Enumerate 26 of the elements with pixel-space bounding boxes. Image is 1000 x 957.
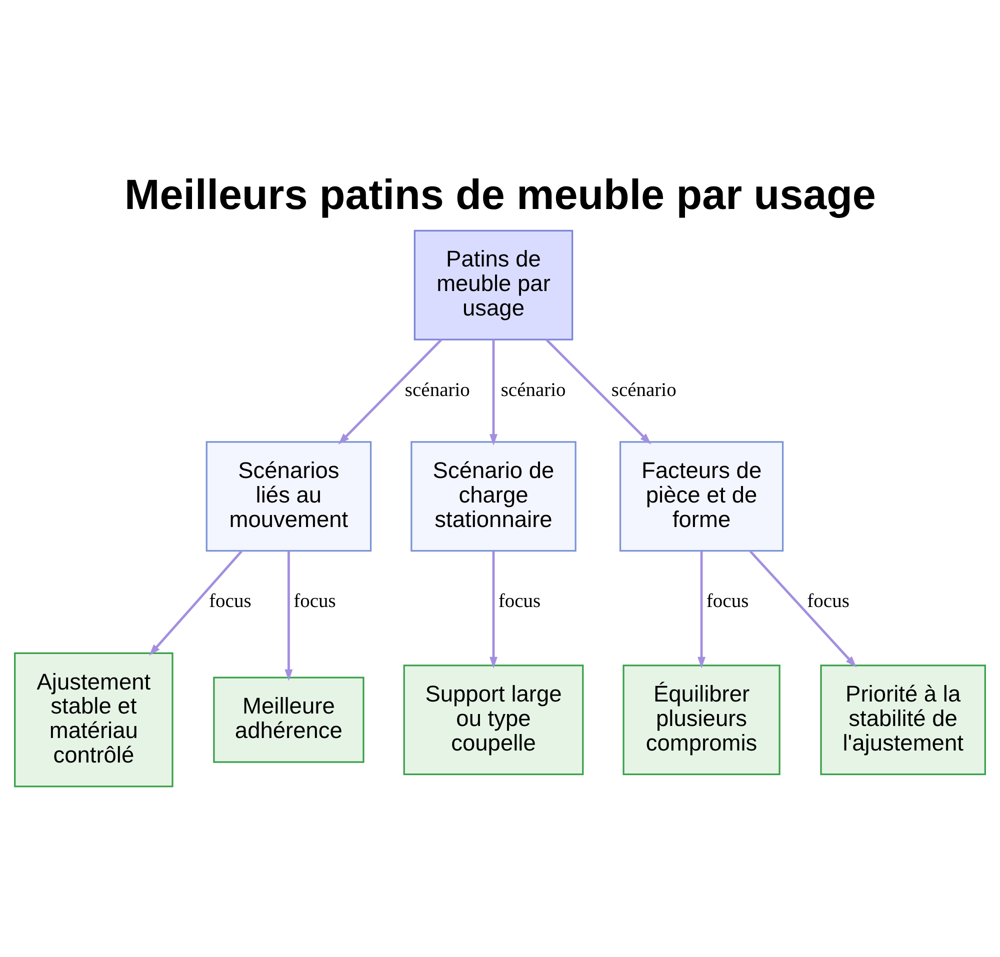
node-box: Scénario de charge stationnaire	[410, 441, 576, 552]
arrow	[338, 338, 442, 444]
arrow	[490, 551, 498, 668]
edge-label: focus	[706, 591, 749, 612]
arrow	[546, 338, 652, 444]
edge-label: focus	[807, 591, 850, 612]
node-box: Meilleure adhérence	[213, 676, 364, 763]
node-box: Facteurs de pièce et de forme	[619, 441, 784, 552]
node-box: Priorité à la stabilité de l'ajustement	[820, 664, 986, 776]
node-box: Support large ou type coupelle	[403, 664, 584, 776]
node-box: Équilibrer plusieurs compromis	[622, 664, 780, 776]
node-box: Ajustement stable et matériau contrôlé	[14, 652, 174, 788]
node-box: Patins de meuble par usage	[414, 230, 574, 340]
edge-label: focus	[209, 591, 252, 612]
edge-label: scénario	[404, 380, 470, 401]
arrow	[284, 551, 293, 681]
arrow	[698, 551, 706, 668]
edge-label: scénario	[611, 380, 676, 401]
edge-label: focus	[294, 591, 336, 612]
edge-label: focus	[498, 591, 541, 612]
arrow	[490, 340, 498, 446]
node-box: Scénarios liés au mouvement	[206, 441, 372, 552]
diagram-title: Meilleurs patins de meuble par usage	[124, 171, 876, 218]
arrow	[749, 550, 857, 668]
arrow	[149, 550, 242, 656]
edge-label: scénario	[500, 380, 566, 401]
